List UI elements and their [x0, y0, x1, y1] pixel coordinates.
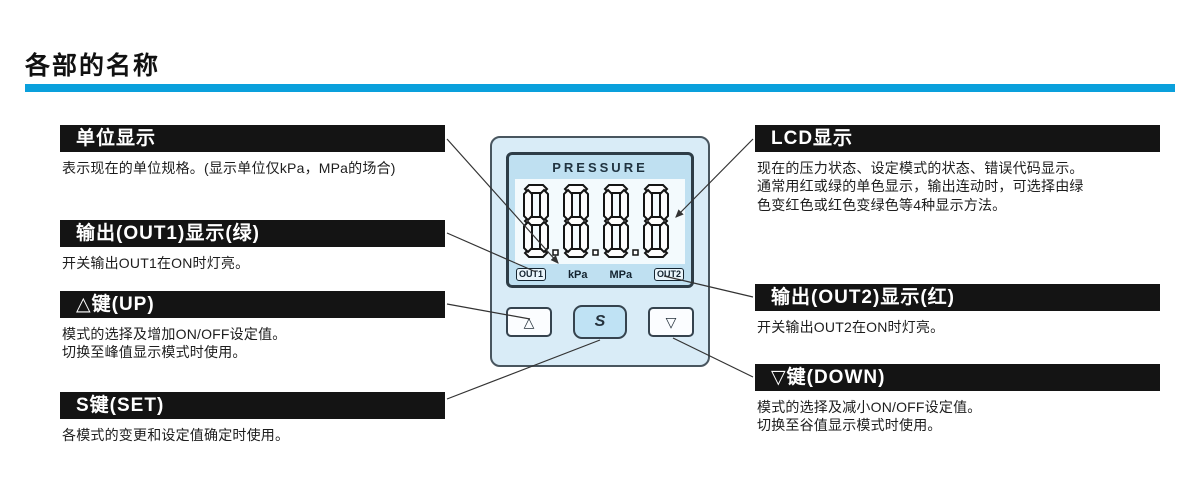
- lcd-footer: OUT1 kPa MPa OUT2: [509, 265, 691, 284]
- mpa-unit-label: MPa: [609, 268, 633, 281]
- callout-title-lcd: LCD显示: [755, 125, 1160, 152]
- out2-indicator: OUT2: [653, 268, 684, 281]
- callout-down-key: ▽键(DOWN) 模式的选择及减小ON/OFF设定值。 切换至谷值显示模式时使用…: [755, 364, 1160, 435]
- button-row: △ S ▽: [506, 305, 694, 339]
- callout-title-set-key: S键(SET): [60, 392, 445, 419]
- callout-desc-lcd: 现在的压力状态、设定模式的状态、错误代码显示。 通常用红或绿的单色显示，输出连动…: [757, 160, 1084, 213]
- lcd-display: PRESSURE 8888: [506, 152, 694, 288]
- callout-desc-out1: 开关输出OUT1在ON时灯亮。: [62, 255, 250, 271]
- up-button[interactable]: △: [506, 307, 552, 337]
- seven-segment-display: 8888: [515, 179, 685, 264]
- callout-desc-out2: 开关输出OUT2在ON时灯亮。: [757, 319, 945, 335]
- callout-set-key: S键(SET) 各模式的变更和设定值确定时使用。: [60, 392, 445, 444]
- callout-title-out2: 输出(OUT2)显示(红): [755, 284, 1160, 311]
- out1-indicator: OUT1: [516, 268, 547, 281]
- page-title: 各部的名称: [25, 52, 161, 80]
- pressure-sensor-device: PRESSURE 8888: [490, 136, 710, 367]
- callout-up-key: △键(UP) 模式的选择及增加ON/OFF设定值。 切换至峰值显示模式时使用。: [60, 291, 445, 362]
- callout-desc-set-key: 各模式的变更和设定值确定时使用。: [62, 427, 290, 443]
- callout-title-out1: 输出(OUT1)显示(绿): [60, 220, 445, 247]
- down-button[interactable]: ▽: [648, 307, 694, 337]
- lcd-brand-label: PRESSURE: [552, 160, 648, 175]
- callout-out2-indicator: 输出(OUT2)显示(红) 开关输出OUT2在ON时灯亮。: [755, 284, 1160, 336]
- kpa-unit-label: kPa: [567, 268, 588, 281]
- seven-segment-digits-icon: [523, 183, 669, 258]
- callout-desc-down-key: 模式的选择及减小ON/OFF设定值。 切换至谷值显示模式时使用。: [757, 399, 982, 434]
- callout-title-up-key: △键(UP): [60, 291, 445, 318]
- callout-title-unit-display: 单位显示: [60, 125, 445, 152]
- set-button[interactable]: S: [573, 305, 627, 339]
- callout-out1-indicator: 输出(OUT1)显示(绿) 开关输出OUT1在ON时灯亮。: [60, 220, 445, 272]
- callout-unit-display: 单位显示 表示现在的单位规格。(显示单位仅kPa，MPa的场合): [60, 125, 445, 177]
- callout-desc-up-key: 模式的选择及增加ON/OFF设定值。 切换至峰值显示模式时使用。: [62, 326, 287, 361]
- title-underline: [25, 84, 1175, 92]
- callout-desc-unit-display: 表示现在的单位规格。(显示单位仅kPa，MPa的场合): [62, 160, 396, 176]
- callout-title-down-key: ▽键(DOWN): [755, 364, 1160, 391]
- callout-lcd-display: LCD显示 现在的压力状态、设定模式的状态、错误代码显示。 通常用红或绿的单色显…: [755, 125, 1160, 214]
